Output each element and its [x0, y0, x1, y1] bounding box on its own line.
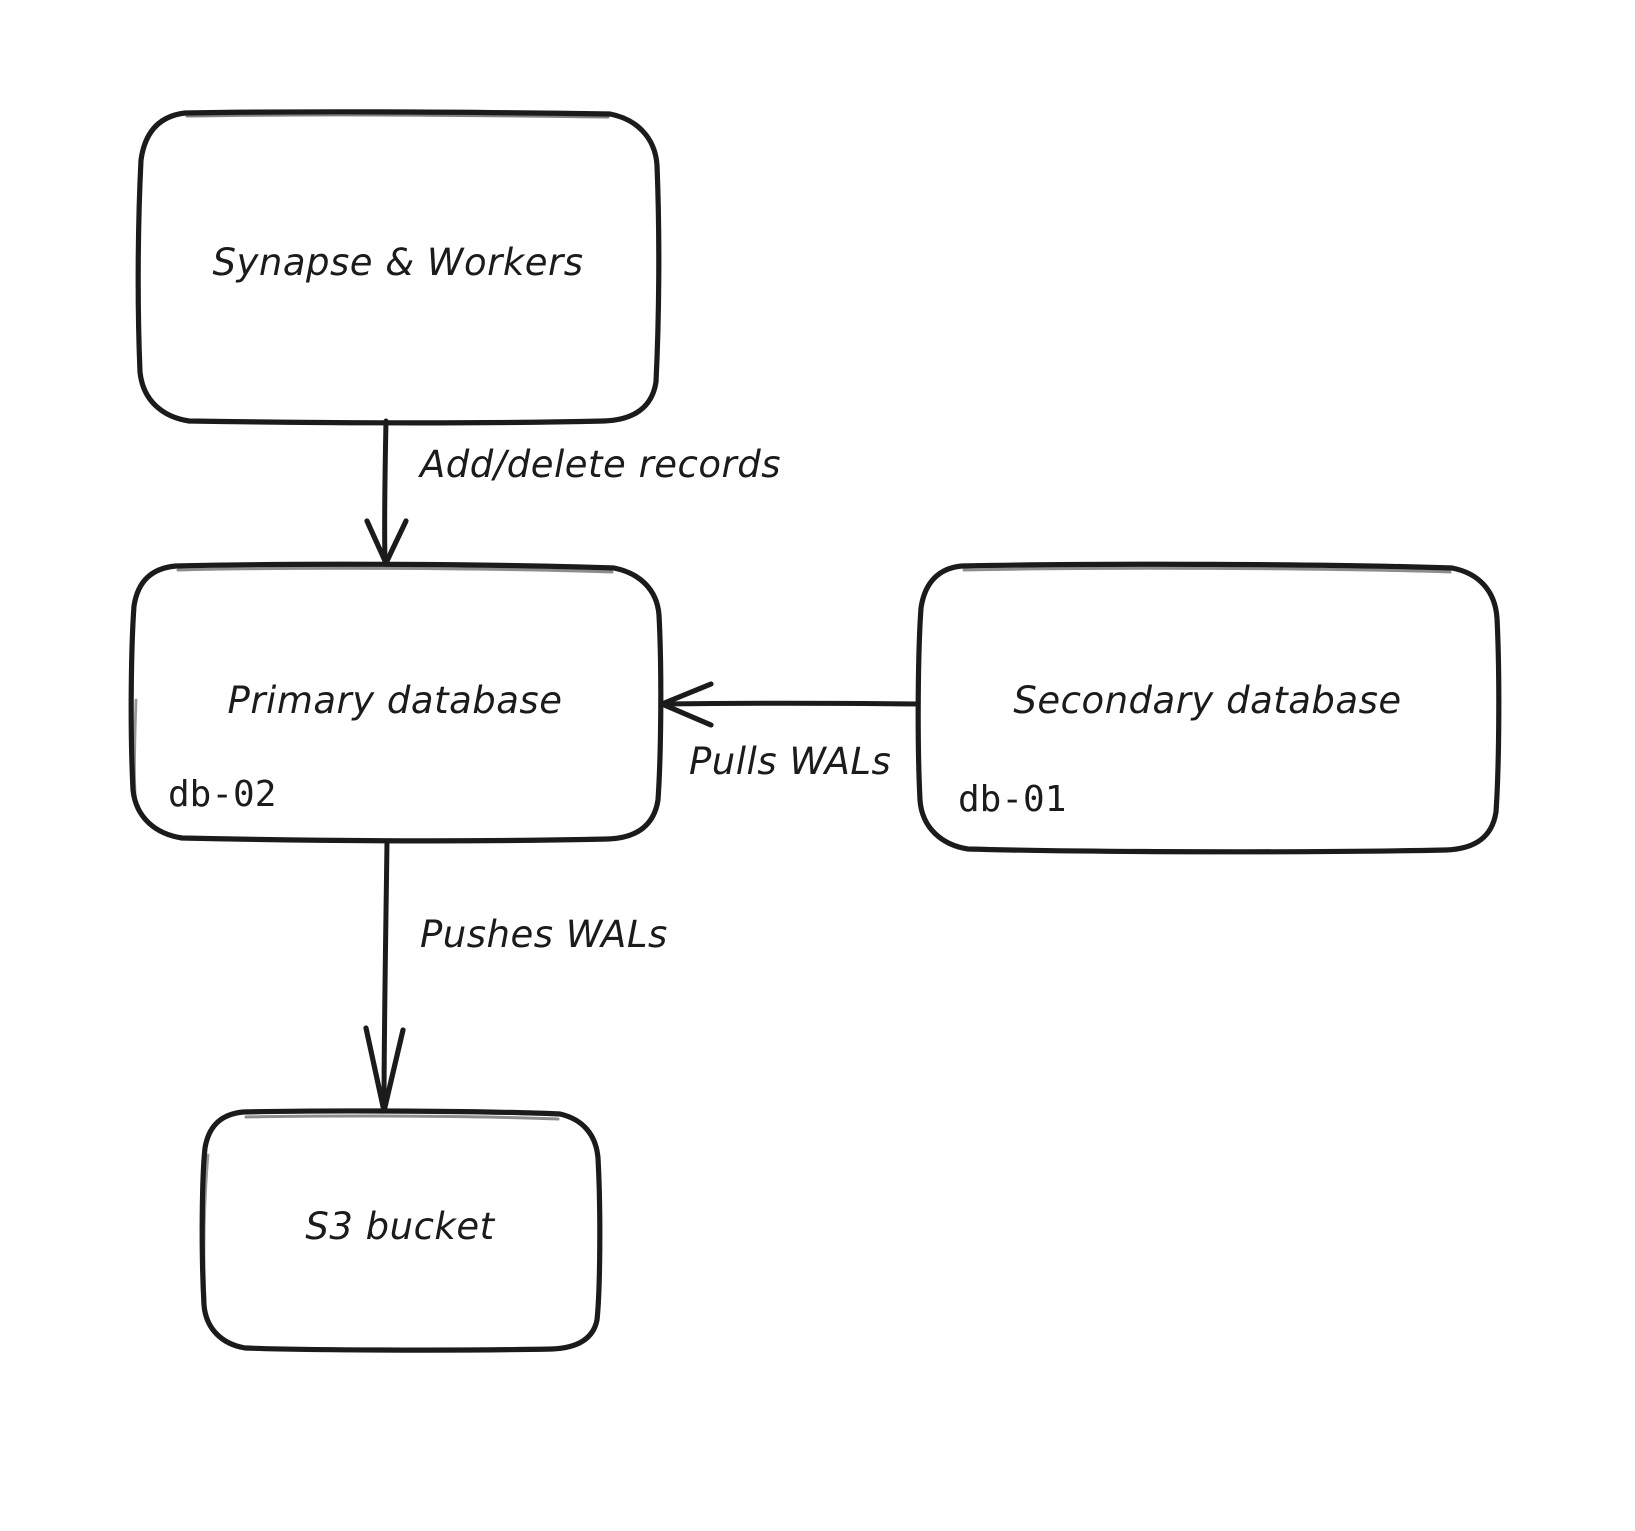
node-synapse-title: Synapse & Workers — [212, 241, 584, 284]
node-primary[interactable]: Primary database db-02 — [128, 562, 662, 842]
node-shape-secondary — [915, 561, 1502, 855]
edge-label-pulls-wals: Pulls WALs — [689, 740, 892, 783]
node-shape-primary — [128, 561, 664, 844]
edge-arrow-add-delete — [364, 418, 409, 566]
node-primary-id: db-02 — [168, 774, 277, 815]
edge-arrow-pushes-wals — [363, 838, 406, 1114]
node-synapse[interactable]: Synapse & Workers — [136, 110, 660, 424]
edge-arrow-pulls-wals — [659, 681, 921, 728]
node-s3[interactable]: S3 bucket — [201, 1109, 599, 1349]
node-primary-title: Primary database — [227, 679, 563, 722]
edge-label-add-delete: Add/delete records — [420, 443, 782, 486]
node-shape-s3 — [199, 1108, 603, 1353]
edge-label-pushes-wals: Pushes WALs — [420, 913, 668, 956]
node-s3-title: S3 bucket — [305, 1205, 495, 1248]
node-shape-synapse — [135, 109, 662, 426]
node-secondary-title: Secondary database — [1013, 679, 1402, 722]
node-secondary[interactable]: Secondary database db-01 — [916, 562, 1499, 852]
node-secondary-id: db-01 — [958, 779, 1067, 820]
